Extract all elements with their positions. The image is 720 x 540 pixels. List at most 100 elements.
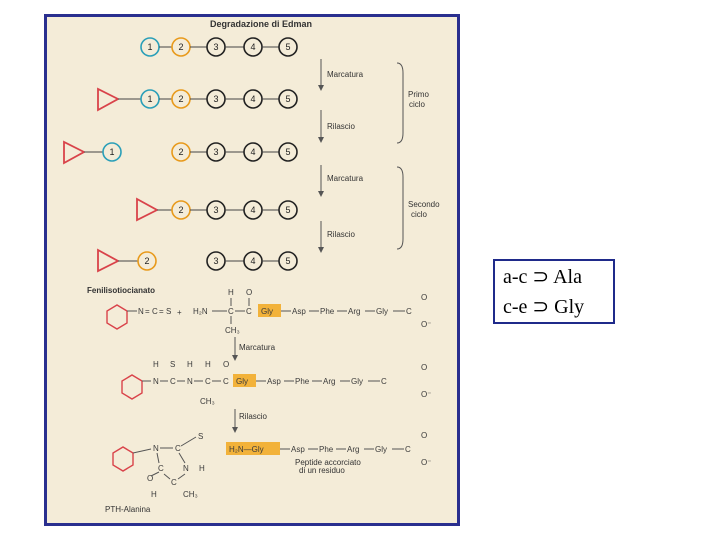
- answer-line-2: c-e ⊃ Gly: [503, 296, 585, 318]
- svg-text:Gly: Gly: [236, 377, 248, 386]
- svg-text:H: H: [151, 490, 157, 499]
- released-residue-2: [137, 251, 157, 271]
- cycle-steps: [318, 59, 324, 253]
- residue-5-circle: [278, 37, 298, 57]
- svg-text:5: 5: [285, 256, 290, 266]
- svg-text:O⁻: O⁻: [421, 458, 431, 467]
- residue-2-label: 2: [178, 42, 183, 52]
- svg-text:4: 4: [250, 147, 255, 157]
- step-rilascio-2: Rilascio: [327, 230, 356, 239]
- residue-4-label: 4: [250, 42, 255, 52]
- benzene-ring-2: [121, 374, 143, 400]
- svg-text:Phe: Phe: [319, 445, 334, 454]
- svg-text:Gly: Gly: [375, 445, 387, 454]
- svg-text:N: N: [153, 444, 159, 453]
- reagent-label: Fenilisotiocianato: [87, 286, 155, 295]
- svg-text:H: H: [205, 360, 211, 369]
- diagram-title: Degradazione di Edman: [210, 19, 312, 29]
- svg-text:N: N: [138, 307, 144, 316]
- chem-step-marcatura: Marcatura: [239, 343, 276, 352]
- svg-text:C: C: [228, 307, 234, 316]
- benzene-ring-3: [112, 446, 134, 472]
- answer-line-1: a-c ⊃ Ala: [503, 266, 582, 288]
- svg-text:O: O: [246, 288, 252, 297]
- svg-text:C: C: [223, 377, 229, 386]
- svg-text:O: O: [223, 360, 229, 369]
- svg-text:H₂N—Gly: H₂N—Gly: [229, 445, 264, 454]
- svg-text:H: H: [228, 288, 234, 297]
- svg-text:Asp: Asp: [292, 307, 306, 316]
- svg-text:Gly: Gly: [261, 307, 273, 316]
- svg-text:4: 4: [250, 256, 255, 266]
- svg-text:2: 2: [178, 94, 183, 104]
- row-5: 2 3 4 5: [97, 248, 298, 273]
- svg-text:5: 5: [285, 147, 290, 157]
- svg-text:5: 5: [285, 94, 290, 104]
- benzene-ring-1: [106, 304, 128, 330]
- svg-text:3: 3: [213, 147, 218, 157]
- svg-text:CH₃: CH₃: [225, 326, 240, 335]
- step-rilascio-1: Rilascio: [327, 122, 356, 131]
- svg-text:H: H: [187, 360, 193, 369]
- svg-text:N: N: [187, 377, 193, 386]
- svg-text:O⁻: O⁻: [421, 320, 431, 329]
- svg-text:C: C: [152, 307, 158, 316]
- row-4: 2 3 4 5: [136, 197, 298, 222]
- svg-text:Asp: Asp: [267, 377, 281, 386]
- reagent-triangle-icon: [63, 140, 86, 165]
- svg-text:O: O: [421, 431, 427, 440]
- svg-text:C: C: [170, 377, 176, 386]
- svg-text:C: C: [158, 464, 164, 473]
- answer-box: a-c ⊃ Ala c-e ⊃ Gly: [493, 259, 615, 324]
- svg-text:Arg: Arg: [323, 377, 335, 386]
- label-primo: Primo: [408, 90, 429, 99]
- step-marcatura-2: Marcatura: [327, 174, 364, 183]
- peptide-note-line2: di un residuo: [299, 466, 345, 475]
- residue-1-label: 1: [147, 42, 152, 52]
- reagent-triangle-icon: [136, 197, 159, 222]
- svg-text:1: 1: [109, 147, 114, 157]
- peptide-note-line1: Peptide accorciato: [295, 458, 361, 467]
- svg-text:H₂N: H₂N: [193, 307, 208, 316]
- svg-text:Phe: Phe: [320, 307, 335, 316]
- reagent-triangle-icon: [97, 87, 120, 112]
- label-ciclo-2: ciclo: [411, 210, 428, 219]
- label-secondo: Secondo: [408, 200, 440, 209]
- svg-text:O⁻: O⁻: [421, 390, 431, 399]
- svg-text:CH₃: CH₃: [200, 397, 215, 406]
- svg-text:O: O: [421, 363, 427, 372]
- svg-text:C: C: [406, 307, 412, 316]
- svg-text:O: O: [421, 293, 427, 302]
- row-3: 1 2 3 4 5: [63, 140, 298, 165]
- residue-3-label: 3: [213, 42, 218, 52]
- svg-text:S: S: [198, 432, 203, 441]
- svg-text:3: 3: [213, 94, 218, 104]
- svg-text:C: C: [171, 478, 177, 487]
- svg-text:O: O: [147, 474, 153, 483]
- edman-figure-frame: Degradazione di Edman 1 2 3 4 5 1 2 3 4 …: [44, 14, 460, 526]
- svg-text:1: 1: [147, 94, 152, 104]
- svg-text:S: S: [170, 360, 175, 369]
- svg-text:2: 2: [178, 147, 183, 157]
- svg-text:4: 4: [250, 94, 255, 104]
- bracket-primo-ciclo: [396, 62, 404, 144]
- gly-highlight: [258, 304, 281, 317]
- svg-text:C: C: [175, 444, 181, 453]
- svg-text:+: +: [177, 308, 182, 317]
- svg-text:S: S: [166, 307, 171, 316]
- svg-text:H: H: [199, 464, 205, 473]
- chem-step-rilascio: Rilascio: [239, 412, 268, 421]
- svg-text:C: C: [205, 377, 211, 386]
- svg-text:Gly: Gly: [376, 307, 388, 316]
- svg-text:5: 5: [285, 205, 290, 215]
- svg-text:3: 3: [213, 205, 218, 215]
- product-label: PTH-Alanina: [105, 505, 151, 514]
- row-1: 1 2 3 4 5: [140, 37, 298, 57]
- bracket-secondo-ciclo: [396, 166, 404, 250]
- svg-text:H: H: [153, 360, 159, 369]
- svg-text:N: N: [183, 464, 189, 473]
- svg-text:=: =: [145, 307, 150, 316]
- svg-text:C: C: [246, 307, 252, 316]
- step-marcatura-1: Marcatura: [327, 70, 364, 79]
- label-ciclo-1: ciclo: [409, 100, 426, 109]
